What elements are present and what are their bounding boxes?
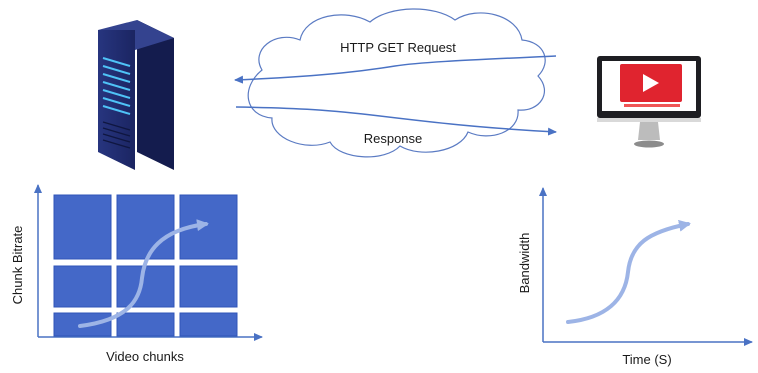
chunk-tile [116,194,175,260]
bandwidth-chart: Bandwidth Time (S) [517,187,753,367]
chunk-tile [179,265,238,308]
chunk-tile [53,194,112,260]
server-rack-icon [98,20,174,170]
chunk-tile [179,312,238,337]
x-axis-label: Time (S) [622,352,671,367]
y-axis-label: Bandwidth [517,233,532,294]
response-label: Response [364,131,423,146]
chunk-tile [53,265,112,308]
chunk-tile [116,265,175,308]
bandwidth-curve [566,219,691,324]
monitor-video-player-icon [597,56,701,148]
request-arrow [234,55,557,84]
bitrate-chart: Chunk Bitrate Video chunks [10,184,263,364]
bitrate-curve [78,219,209,328]
y-axis-label: Chunk Bitrate [10,226,25,305]
request-label: HTTP GET Request [340,40,456,55]
x-axis-label: Video chunks [106,349,184,364]
chunk-tile [116,312,175,337]
cloud-icon [247,8,546,158]
response-arrow [235,106,557,136]
